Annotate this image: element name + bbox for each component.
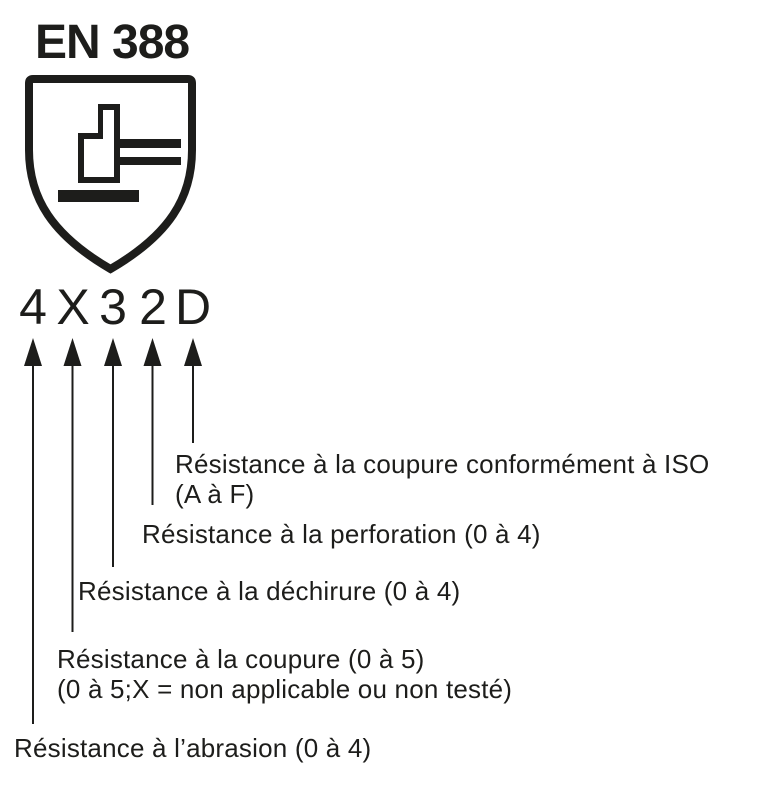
rating-char-tear: 3 [99, 279, 127, 335]
legend-line: Résistance à la perforation (0 à 4) [142, 519, 541, 549]
legend-line: (0 à 5;X = non applicable ou non testé) [57, 674, 513, 704]
rating-char-puncture: 2 [139, 279, 167, 335]
rating-char-iso-cut: D [174, 279, 212, 335]
standard-title: EN 388 [35, 16, 190, 69]
mechanical-hazard-hammer-icon [58, 104, 181, 202]
legend-line: (A à F) [175, 479, 255, 509]
arrow-up-puncture [143, 338, 162, 505]
legend-item-cut: Résistance à la coupure (0 à 5) (0 à 5;X… [57, 644, 512, 704]
arrow-up-cut [63, 338, 82, 632]
legend-line: Résistance à l’abrasion (0 à 4) [14, 733, 372, 763]
arrow-up-abrasion [24, 338, 42, 724]
legend-line: Résistance à la déchirure (0 à 4) [78, 576, 461, 606]
legend-item-puncture: Résistance à la perforation (0 à 4) [142, 519, 541, 549]
arrow-up-iso-cut [184, 338, 202, 443]
legend-line: Résistance à la coupure conformément à I… [175, 449, 710, 479]
legend-item-iso-cut: Résistance à la coupure conformément à I… [175, 449, 709, 509]
arrow-up-tear [104, 338, 122, 567]
legend-item-tear: Résistance à la déchirure (0 à 4) [78, 576, 460, 606]
rating-code: 4 X 3 2 D [13, 282, 213, 332]
rating-char-abrasion: 4 [19, 279, 47, 335]
en388-shield-icon [25, 75, 196, 274]
legend-item-abrasion: Résistance à l’abrasion (0 à 4) [14, 733, 371, 763]
legend-line: Résistance à la coupure (0 à 5) [57, 644, 425, 674]
rating-char-cut: X [56, 279, 90, 335]
